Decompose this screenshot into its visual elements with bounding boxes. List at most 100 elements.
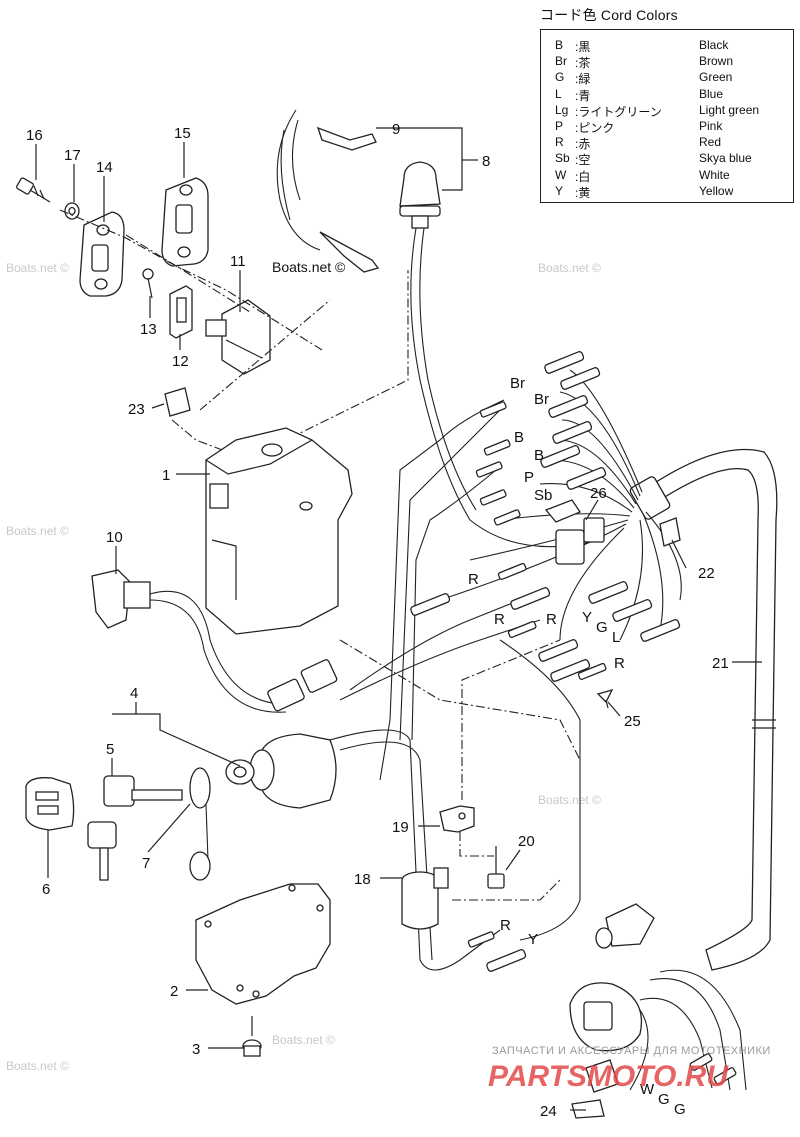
cap-7: [189, 767, 211, 881]
wire-code: W: [640, 1081, 655, 1098]
callout-14: 14: [96, 159, 113, 176]
callout-7: 7: [142, 855, 150, 872]
wire-code: G: [658, 1091, 670, 1108]
callout-4: 4: [130, 685, 138, 702]
kill-switch-8: [399, 161, 601, 548]
legend-jp: :白: [575, 169, 591, 184]
legend-code: Lg: [555, 102, 569, 117]
legend-row: Br :茶 Brown: [541, 54, 795, 70]
gasket-plate-2: [195, 883, 331, 1005]
callout-10: 10: [106, 529, 123, 546]
watermark: Boats.net ©: [6, 1059, 69, 1073]
legend-en: Skya blue: [699, 151, 752, 166]
legend-en: Light green: [699, 102, 760, 117]
legend-jp: :赤: [575, 137, 591, 152]
switch-11: [205, 299, 271, 375]
legend-en: Blue: [699, 86, 724, 101]
callout-15: 15: [174, 125, 191, 142]
legend-jp: :黄: [575, 185, 591, 200]
legend-en: White: [699, 167, 730, 182]
callout-17: 17: [64, 147, 81, 164]
key-cap-6: [25, 777, 75, 831]
wire-code: G: [596, 619, 608, 636]
callout-19: 19: [392, 819, 409, 836]
callout-21: 21: [712, 655, 729, 672]
watermark: Boats.net ©: [272, 1033, 335, 1047]
legend-title: コード色 Cord Colors: [540, 7, 678, 23]
legend-jp: :黒: [575, 40, 591, 54]
watermark: Boats.net ©: [538, 261, 601, 275]
legend-code: Sb: [555, 151, 570, 166]
cover-plate-15: [161, 177, 209, 267]
legend-en: Black: [699, 38, 729, 52]
bracket-19: [439, 805, 475, 833]
legend-en: Brown: [699, 54, 734, 69]
callout-9: 9: [392, 121, 400, 138]
bottom-connectors: [569, 903, 747, 1119]
callout-13: 13: [140, 321, 157, 338]
wire-code: Y: [528, 931, 538, 948]
callout-2: 2: [170, 983, 178, 1000]
callout-22: 22: [698, 565, 715, 582]
footer-brand: PARTSMOTO.RU: [488, 1060, 729, 1093]
wire-code: B: [534, 447, 544, 464]
wire-code: Sb: [534, 487, 552, 504]
callout-18: 18: [354, 871, 371, 888]
legend-en: Yellow: [699, 183, 734, 198]
screw-3: [242, 1016, 262, 1057]
lanyard-9: [276, 109, 380, 273]
wire-code: G: [674, 1101, 686, 1118]
legend-code: L: [555, 86, 562, 101]
callout-20: 20: [518, 833, 535, 850]
legend-jp: :ライトグリーン: [575, 104, 662, 119]
legend-code: G: [555, 70, 565, 85]
wire-harness-21: [629, 448, 778, 971]
callout-23: 23: [128, 401, 145, 418]
callout-8: 8: [482, 153, 490, 170]
wire-code: R: [614, 655, 625, 672]
legend-code: R: [555, 135, 564, 150]
legend-en: Pink: [699, 119, 723, 133]
legend-code: Br: [555, 54, 567, 69]
callout-6: 6: [42, 881, 50, 898]
footer-tagline: ЗАПЧАСТИ И АКСЕССУАРЫ ДЛЯ МОТОТЕХНИКИ: [492, 1045, 771, 1057]
terminal-sleeves-bottom: [467, 931, 527, 972]
wire-code: R: [546, 611, 557, 628]
main-switch-4: [225, 733, 337, 809]
wire-code: R: [494, 611, 505, 628]
legend-jp: :ピンク: [575, 121, 615, 135]
legend-row: W :白 White: [541, 168, 795, 184]
callout-leaders: [35, 142, 762, 1111]
terminal-sleeves-lower: [410, 562, 681, 682]
bolt-20: [487, 846, 505, 889]
bracket-plate-14: [79, 211, 125, 297]
remote-control-box-1: [205, 427, 353, 635]
wire-code: P: [524, 469, 534, 486]
screw-13: [142, 268, 154, 299]
watermark: Boats.net ©: [538, 793, 601, 807]
callout-12: 12: [172, 353, 189, 370]
legend-jp: :茶: [575, 56, 591, 71]
bolt-16: [16, 177, 51, 203]
callout-25: 25: [624, 713, 641, 730]
callout-24: 24: [540, 1103, 557, 1120]
clip-pin-25: [596, 688, 614, 709]
wire-code: L: [612, 629, 620, 646]
legend-code: Y: [555, 183, 564, 198]
clip-26: [544, 499, 605, 565]
callout-11: 11: [230, 253, 246, 270]
callout-3: 3: [192, 1041, 200, 1058]
wire-code: R: [468, 571, 479, 588]
wire-code: R: [500, 917, 511, 934]
legend-code: W: [555, 167, 567, 182]
callout-26: 26: [590, 485, 607, 502]
watermark-center: Boats.net ©: [272, 259, 346, 275]
pad-22: [659, 517, 681, 547]
legend-jp: :緑: [575, 72, 591, 87]
